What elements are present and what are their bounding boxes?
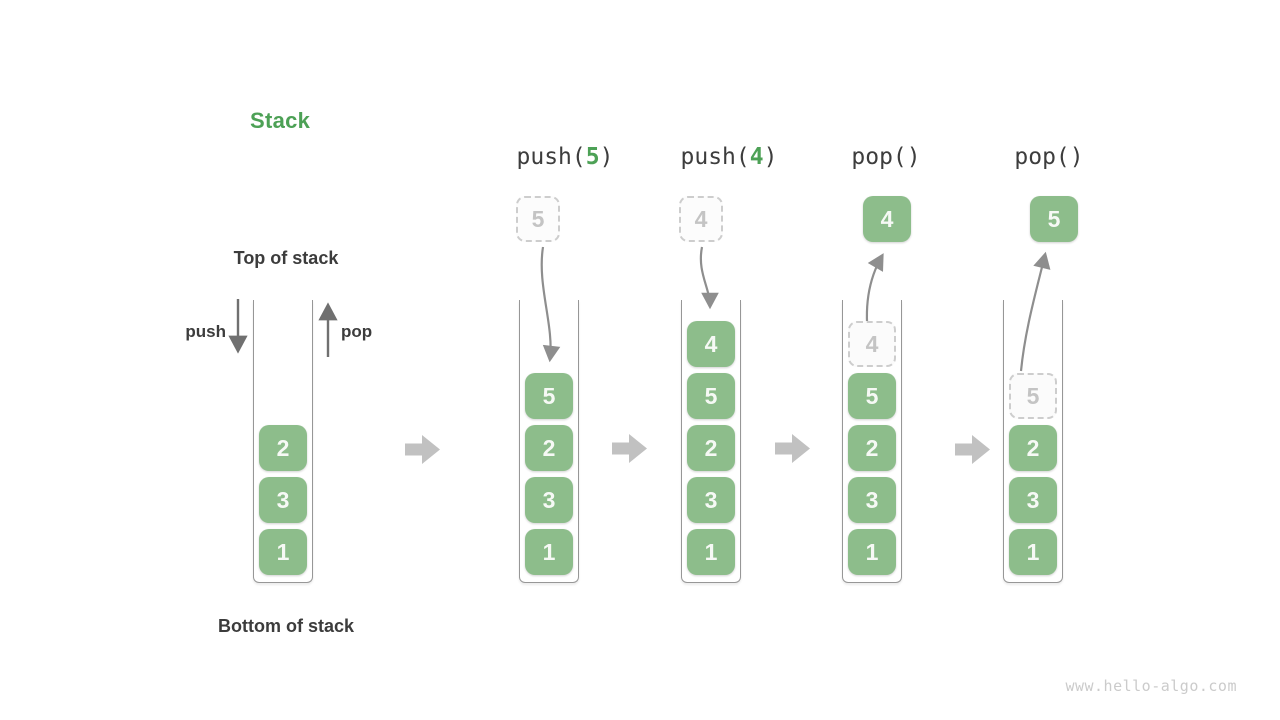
stack-column-pop-5: pop() 5 5 2 3 1	[1003, 140, 1084, 600]
stack-item: 1	[259, 529, 307, 575]
op-text: push(	[680, 144, 750, 170]
stack-item: 5	[848, 373, 896, 419]
op-text: pop()	[1014, 144, 1084, 170]
popped-item: 5	[1030, 196, 1078, 242]
stack-item: 1	[525, 529, 573, 575]
op-text: push(	[516, 144, 586, 170]
stack-item: 3	[259, 477, 307, 523]
stack-item: 2	[687, 425, 735, 471]
incoming-item: 5	[516, 196, 560, 242]
op-text: )	[599, 144, 614, 170]
pop-label: pop	[341, 322, 373, 341]
stack-column-pop-4: pop() 4 4 5 2 3 1	[842, 140, 921, 600]
stack-item: 2	[259, 425, 307, 471]
stack-column-push-4: push(4) 4 4 5 2 3 1	[679, 140, 777, 600]
stack-item: 1	[1009, 529, 1057, 575]
op-arg: 5	[585, 144, 600, 170]
operation-label: push(5)	[517, 144, 614, 170]
stack-column-initial: 2 3 1	[253, 140, 313, 600]
stack-item: 1	[848, 529, 896, 575]
stack-item: 2	[848, 425, 896, 471]
op-text: pop()	[851, 144, 921, 170]
stack-item: 3	[848, 477, 896, 523]
operation-label: pop()	[851, 144, 920, 170]
stack-item: 5	[525, 373, 573, 419]
right-block-arrow-icon	[955, 435, 990, 464]
operation-label: pop()	[1014, 144, 1083, 170]
stack-container	[842, 300, 902, 583]
watermark: www.hello-algo.com	[1065, 677, 1237, 695]
stack-item: 4	[687, 321, 735, 367]
right-block-arrow-icon	[612, 434, 647, 463]
stack-container	[253, 300, 313, 583]
right-block-arrow-icon	[405, 435, 440, 464]
top-of-stack-label: Top of stack	[233, 248, 339, 268]
stack-column-push-5: push(5) 5 5 2 3 1	[516, 140, 613, 600]
ghost-stack-item: 5	[1009, 373, 1057, 419]
popped-item: 4	[863, 196, 911, 242]
stack-title: Stack	[250, 108, 311, 133]
stack-container	[1003, 300, 1063, 583]
stack-item: 2	[1009, 425, 1057, 471]
operation-label: push(4)	[681, 144, 778, 170]
push-label: push	[185, 322, 226, 341]
curved-down-arrow-icon	[699, 246, 719, 310]
stack-item: 3	[687, 477, 735, 523]
ghost-stack-item: 4	[848, 321, 896, 367]
stack-item: 3	[1009, 477, 1057, 523]
bottom-of-stack-label: Bottom of stack	[217, 616, 355, 636]
right-block-arrow-icon	[775, 434, 810, 463]
stack-item: 1	[687, 529, 735, 575]
stack-item: 3	[525, 477, 573, 523]
curved-down-arrow-icon	[540, 246, 561, 363]
stack-container	[519, 300, 579, 583]
incoming-item: 4	[679, 196, 723, 242]
stack-container	[681, 300, 741, 583]
op-text: )	[763, 144, 778, 170]
curved-up-arrow-icon	[1019, 251, 1051, 372]
stack-item: 2	[525, 425, 573, 471]
op-arg: 4	[749, 144, 764, 170]
stack-item: 5	[687, 373, 735, 419]
